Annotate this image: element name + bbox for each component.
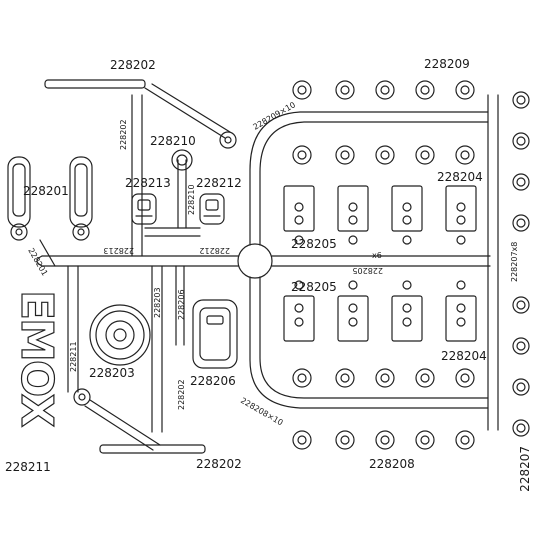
label-228205-lower: 228205	[291, 280, 337, 294]
label-228206: 228206	[190, 374, 236, 388]
mounts-lower	[283, 280, 477, 342]
gear-228203	[89, 304, 151, 366]
arm-228202-bottom	[73, 388, 206, 454]
link-228201-left	[7, 156, 31, 241]
washers-228208	[292, 368, 475, 450]
label-228210: 228210	[150, 134, 196, 148]
stamp-228207x8: 228207x8	[510, 242, 519, 282]
label-228204-top: 228204	[437, 170, 483, 184]
label-228203: 228203	[89, 366, 135, 380]
stamp-228206: 228206	[177, 289, 186, 320]
rings-228207	[512, 91, 530, 437]
mounts-upper	[283, 185, 477, 245]
label-228201: 228201	[23, 184, 69, 198]
label-228211: 228211	[5, 460, 51, 474]
cover-228206	[192, 299, 238, 369]
stamp-x6: x6	[372, 251, 382, 260]
stamp-228202: 228202	[119, 119, 128, 150]
label-228202-top: 228202	[110, 58, 156, 72]
label-228205-upper: 228205	[291, 237, 337, 251]
link-228201-right	[69, 156, 93, 241]
brand-logo: EMOX	[11, 290, 62, 428]
label-228213: 228213	[125, 176, 171, 190]
stamp-228209x10: 228209×10	[252, 100, 298, 132]
label-228207: 228207	[518, 446, 532, 492]
stamp-228202b: 228202	[177, 379, 186, 410]
washers-228209	[292, 80, 475, 165]
stamp-228213: 228213	[103, 246, 134, 255]
label-228204-bottom: 228204	[441, 349, 487, 363]
ball-stud-228210	[171, 149, 193, 171]
stamp-228210: 228210	[187, 184, 196, 215]
label-228202-bottom: 228202	[196, 457, 242, 471]
stamp-228212: 228212	[199, 246, 230, 255]
label-228208: 228208	[369, 457, 415, 471]
arm-228202-top	[44, 79, 237, 149]
runner-frame	[36, 94, 499, 433]
stamp-228208x10: 228208×10	[239, 396, 285, 428]
stamp-228203: 228203	[153, 287, 162, 318]
stamp-228211: 228211	[69, 341, 78, 372]
cup-228213	[131, 193, 157, 225]
label-228209: 228209	[424, 57, 470, 71]
stamp-228205: 228205	[352, 266, 383, 275]
label-228212: 228212	[196, 176, 242, 190]
cup-228212	[199, 193, 225, 225]
